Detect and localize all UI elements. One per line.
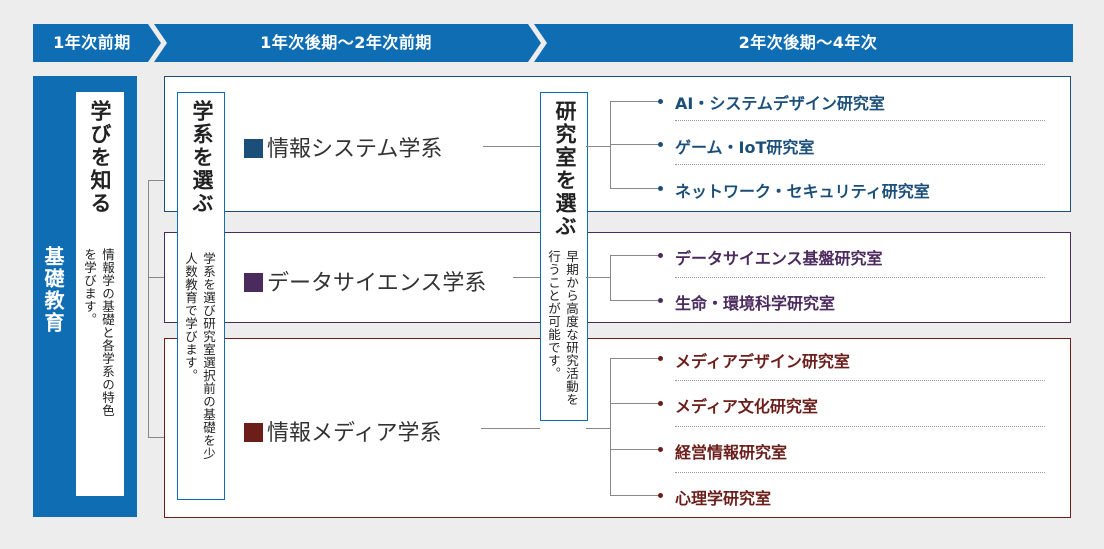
dept1-lab3-dot [658,186,663,191]
stage2-segment [154,24,541,62]
dept3-lab4-branch [610,495,660,496]
dept2-branch-stem [586,277,610,278]
dept1-lab1-branch [610,101,660,102]
dept-name-data-science: データサイエンス学系 [244,265,486,297]
lab-data-science-foundation: データサイエンス基盤研究室 [675,249,883,268]
lab-media-design: メディアデザイン研究室 [675,352,850,371]
dept2-to-lab-line [513,277,540,278]
lab-select-description: 早期から高度な研究活動を行うことが可能です。 [546,250,579,406]
dept3-lab2-branch [610,403,660,404]
stage2-label: 1年次後期〜2年次前期 [260,33,432,52]
gakkei-select-panel [177,92,225,500]
dept3-branch-stem [586,428,610,429]
dept1-label: 情報システム学系 [267,137,443,162]
manabi-description: 情報学の基礎と各学系の特色を学びます。 [82,248,115,417]
timeline-header: 1年次前期 1年次後期〜2年次前期 2年次後期〜4年次 [33,24,1073,62]
lab-media-culture: メディア文化研究室 [675,397,818,416]
dept3-label: 情報メディア学系 [267,421,442,446]
foundation-connector-vertical [148,180,149,437]
dept2-lab1-branch [610,255,660,256]
dept3-lab1-dot [658,356,663,361]
foundation-title: 基礎教育 [41,246,65,334]
lab-network-security: ネットワーク・セキュリティ研究室 [675,182,930,201]
stage1-label: 1年次前期 [53,33,131,52]
dept1-divider-1 [675,120,1045,121]
dept3-to-lab-line [481,428,540,429]
lab-management-info: 経営情報研究室 [675,443,788,462]
dept-name-info-system: 情報システム学系 [244,131,442,163]
connector-to-dept3 [148,437,164,438]
dept2-lab1-dot [658,253,663,258]
dept1-to-lab-line [483,146,540,147]
dept1-square-icon [244,139,263,158]
dept3-lab4-dot [658,493,663,498]
dept2-lab2-dot [658,298,663,303]
dept3-square-icon [244,423,263,442]
dept3-lab1-branch [610,358,660,359]
lab-ai-system-design: AI・システムデザイン研究室 [675,94,885,113]
gakkei-select-title: 学系を選ぶ [190,100,214,215]
dept2-branch-vertical [610,255,611,300]
lab-psychology: 心理学研究室 [675,489,772,508]
dept1-lab3-branch [610,188,660,189]
dept-box-info-media [164,338,1071,518]
dept3-divider-3 [675,472,1045,473]
gakkei-select-description: 学系を選び研究室選択前の基礎を少人数教育で学びます。 [183,252,216,460]
dept3-lab2-dot [658,401,663,406]
manabi-panel [76,92,124,496]
lab-game-iot: ゲーム・IoT研究室 [675,138,815,157]
dept2-square-icon [244,273,263,292]
dept1-divider-2 [675,164,1045,165]
dept1-lab1-dot [658,99,663,104]
dept3-divider-1 [675,380,1045,381]
dept2-lab2-branch [610,300,660,301]
connector-to-dept1 [148,180,164,181]
dept-name-info-media: 情報メディア学系 [244,415,441,447]
stage3-segment [534,24,1073,62]
dept2-label: データサイエンス学系 [267,271,487,296]
dept3-divider-2 [675,426,1045,427]
dept1-branch-stem [586,146,610,147]
dept3-branch-vertical [610,358,611,495]
stage3-label: 2年次後期〜4年次 [738,33,878,52]
dept3-lab3-dot [658,447,663,452]
dept1-lab2-dot [658,142,663,147]
lab-life-environment: 生命・環境科学研究室 [675,294,836,313]
lab-select-panel [540,92,588,421]
manabi-title: 学びを知る [88,100,112,215]
timeline-ribbon [33,24,1073,62]
stage1-segment [33,24,161,62]
dept3-lab3-branch [610,449,660,450]
lab-select-title: 研究室を選ぶ [553,100,577,238]
dept1-lab2-branch [610,144,660,145]
connector-to-dept2 [148,277,164,278]
dept2-divider-1 [675,277,1045,278]
